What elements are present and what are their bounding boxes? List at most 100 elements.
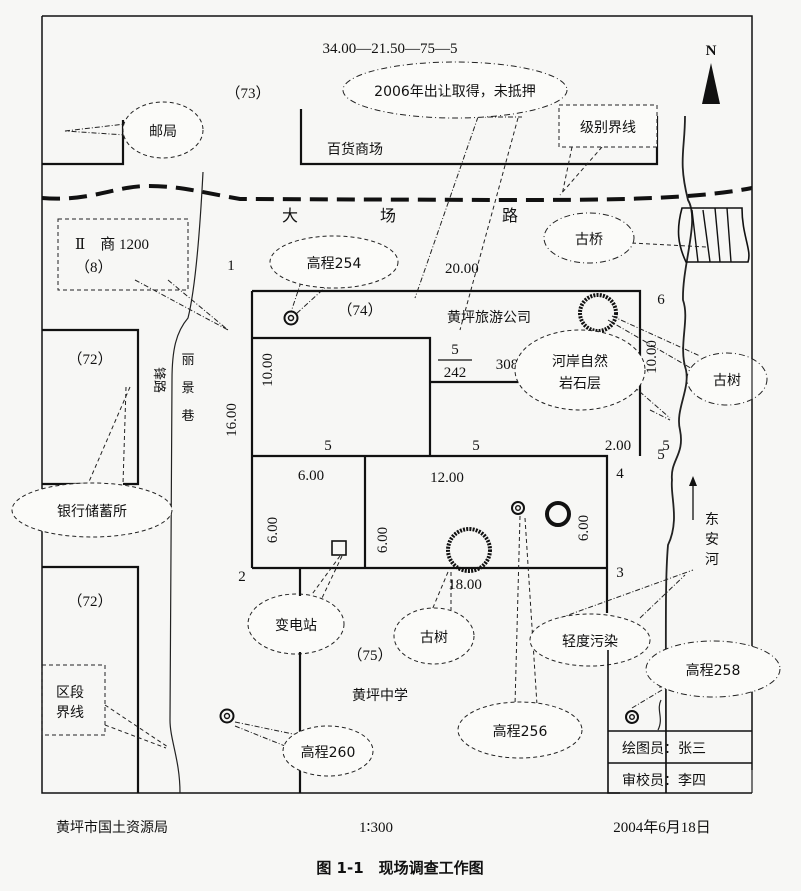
benchmark-260-icon	[219, 708, 235, 724]
dim-6-left: 6.00	[265, 517, 281, 543]
title-block-frame	[607, 650, 752, 794]
agency-label: 黄坪市国土资源局	[56, 819, 168, 836]
dim-6-top: 6.00	[298, 468, 324, 484]
survey-point-4: 4	[616, 466, 624, 482]
callout-old-tree-east: 古树	[607, 315, 768, 406]
callout-post-office: 邮局	[64, 101, 204, 159]
scale-label: 1∶300	[359, 820, 393, 836]
road-name-char-1: 大	[282, 206, 298, 225]
block-72-lower-label: （72）	[67, 593, 112, 610]
land-grade-box: Ⅱ 商 1200 （8）	[57, 218, 229, 331]
callout-elev-254: 高程254	[269, 235, 399, 315]
callout-old-tree-south: 古树	[393, 571, 475, 665]
river-name-char-3: 河	[705, 552, 719, 568]
land-grade-line2: （8）	[75, 259, 113, 276]
post-office-label: 邮局	[149, 124, 177, 140]
map-frame-left-bottom	[41, 16, 620, 794]
elev-258-label: 高程258	[686, 662, 741, 679]
fraction-value: 308	[496, 357, 519, 373]
alley-name-char-2: 景	[181, 381, 194, 396]
substation-label: 变电站	[275, 618, 317, 634]
survey-point-3: 3	[616, 565, 624, 581]
callout-substation: 变电站	[247, 555, 345, 655]
fraction-numerator: 5	[451, 342, 459, 358]
old-tree-south-label: 古树	[420, 630, 448, 646]
fraction-denominator: 242	[444, 365, 467, 381]
block-72-upper-outline	[42, 328, 140, 486]
seg-5c: 5	[662, 438, 670, 454]
callout-transfer: 2006年出让取得，未抵押	[342, 61, 568, 331]
elev-256-label: 高程256	[493, 723, 548, 740]
dim-6-right: 6.00	[576, 515, 592, 541]
benchmark-254-icon	[283, 310, 299, 326]
seg-5a: 5	[324, 438, 332, 454]
alley-west-edge	[169, 171, 204, 794]
travel-company-label: 黄坪旅游公司	[447, 309, 531, 326]
dim-2: 2.00	[605, 438, 631, 454]
river-name-char-2: 安	[705, 532, 719, 548]
block-72-upper-label: （72）	[67, 351, 112, 368]
riverbank-line2: 岩石层	[559, 376, 601, 392]
grade-boundary-label: 级别界线	[580, 120, 636, 136]
land-grade-line1: Ⅱ 商 1200	[75, 236, 149, 253]
parcel-code: 34.00—21.50—75—5	[323, 41, 458, 57]
dim-16: 16.00	[224, 403, 240, 437]
dim-20: 20.00	[445, 261, 479, 277]
figure-caption: 图 1-1 现场调查工作图	[316, 859, 483, 877]
benchmark-256-icon	[511, 501, 525, 515]
middle-school-label: 黄坪中学	[352, 687, 408, 704]
survey-point-2: 2	[238, 569, 246, 585]
river-squiggle	[657, 699, 662, 731]
dim-12: 12.00	[430, 470, 464, 486]
block-72-lower-outline	[42, 565, 140, 793]
lower-building-outline	[252, 454, 609, 568]
checker-label: 审校员：李四	[622, 772, 706, 789]
riverbank-line1: 河岸自然	[552, 353, 608, 370]
tree-small-icon	[545, 501, 571, 527]
road-name-char-3: 路	[502, 206, 518, 225]
callout-bank: 银行储蓄所	[11, 386, 173, 538]
road-name-char-2: 场	[380, 206, 396, 225]
river-name-char-1: 东	[705, 512, 719, 528]
callout-section-boundary: 区段 界线	[41, 664, 169, 749]
old-tree-east-icon	[578, 293, 618, 333]
section-boundary-line2: 界线	[56, 705, 84, 721]
block-75-label: （75）	[347, 647, 392, 664]
callout-pollution: 轻度污染	[529, 569, 694, 667]
department-store-label: 百货商场	[327, 141, 383, 158]
dim-18: 18.00	[448, 577, 482, 593]
seg-6: 6	[657, 292, 665, 308]
elev-260-label: 高程260	[301, 744, 356, 761]
dim-10-right: 10.00	[644, 340, 660, 374]
post-office-outline	[42, 120, 125, 166]
pollution-label: 轻度污染	[562, 634, 618, 650]
alley-name-char-1: 丽	[181, 353, 194, 368]
callout-elev-260: 高程260	[234, 721, 374, 777]
old-bridge-icon	[677, 207, 750, 263]
callout-old-bridge: 古桥	[543, 212, 707, 264]
substation-icon	[331, 540, 347, 556]
travel-company-outline	[252, 289, 642, 456]
alley-side-label: 锋路	[151, 367, 167, 393]
old-tree-south-icon	[446, 527, 492, 573]
transfer-label: 2006年出让取得，未抵押	[374, 83, 536, 100]
north-arrow-icon	[702, 63, 720, 104]
dim-10-left: 10.00	[260, 353, 276, 387]
block-74-label: （74）	[337, 302, 382, 319]
alley-name-char-3: 巷	[181, 409, 194, 424]
travel-company-inner	[252, 336, 432, 456]
bank-label: 银行储蓄所	[57, 504, 127, 520]
callout-riverbank: 河岸自然 岩石层	[514, 329, 671, 421]
survey-point-5: 5	[657, 447, 665, 463]
survey-point-1: 1	[227, 258, 235, 274]
road-centerline	[41, 183, 753, 203]
north-label: N	[706, 43, 717, 59]
old-tree-east-label: 古树	[713, 373, 741, 389]
callout-grade-boundary: 级别界线	[558, 104, 658, 196]
benchmark-258-icon	[625, 710, 639, 724]
callout-elev-256: 高程256	[457, 515, 583, 759]
elev-254-label: 高程254	[307, 255, 362, 272]
section-boundary-line1: 区段	[56, 685, 84, 701]
date-label: 2004年6月18日	[613, 819, 711, 836]
